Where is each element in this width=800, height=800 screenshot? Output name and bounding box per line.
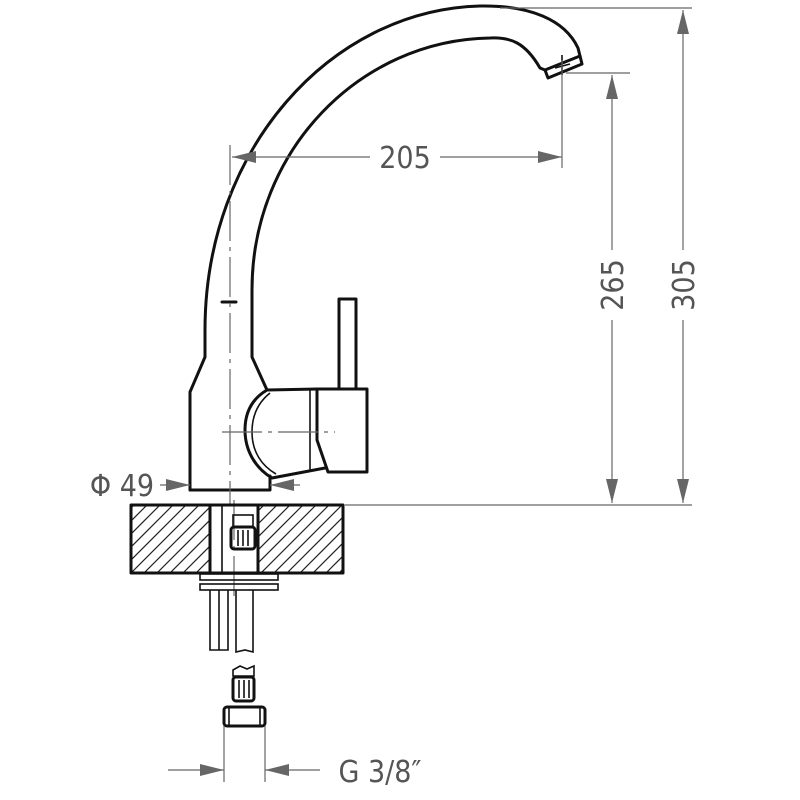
hatch-line — [40, 505, 108, 573]
hatch-line — [131, 506, 147, 522]
hatch-line — [274, 506, 342, 572]
hatch-line — [53, 505, 121, 573]
hatch-line — [66, 505, 134, 573]
hatch-line — [365, 505, 433, 573]
hatch-line — [378, 505, 446, 573]
reach-dimension-label: 205 — [379, 141, 431, 176]
hatch-line — [339, 569, 342, 572]
hatch-line — [157, 520, 209, 572]
hatch-line — [287, 517, 342, 572]
hatch-line — [352, 505, 420, 573]
thread-size-label: G 3/8″ — [339, 755, 422, 790]
hatch-line — [131, 506, 134, 509]
hatch-line — [170, 533, 209, 572]
hatch-line — [313, 543, 342, 572]
hatch-line — [404, 505, 472, 573]
hatch-line — [53, 505, 121, 573]
hose-connector — [222, 664, 267, 728]
hatch-line — [259, 506, 277, 524]
hatch-line — [131, 506, 160, 535]
lever-icon — [337, 297, 358, 391]
total-height-label: 305 — [667, 259, 702, 311]
hose-fitting-upper — [229, 514, 257, 551]
hatch-line — [404, 505, 472, 573]
hatch-line — [131, 506, 186, 561]
outlet-height-label: 265 — [596, 259, 631, 311]
hatch-line — [40, 505, 108, 573]
hatch-line — [131, 506, 199, 572]
countertop-section — [40, 503, 485, 575]
mixer-handle — [243, 297, 369, 480]
hatch-line — [378, 505, 446, 573]
hatch-line — [417, 505, 485, 573]
hatch-line — [352, 505, 420, 573]
faucet-body — [188, 4, 584, 492]
mounting-kit — [199, 573, 279, 654]
hatch-line — [131, 506, 173, 548]
hatch-line — [326, 556, 342, 572]
hatch-line — [365, 505, 433, 573]
base-diameter-label: Φ 49 — [90, 469, 154, 504]
hatch-line — [183, 546, 209, 572]
hatch-line — [339, 505, 407, 573]
hatch-line — [259, 506, 303, 550]
hatch-line — [261, 506, 329, 572]
hatch-line — [144, 507, 209, 572]
hatch-line — [196, 559, 209, 572]
hatch-line — [391, 505, 459, 573]
hatch-line — [391, 505, 459, 573]
hatch-line — [300, 530, 342, 572]
hatch-line — [417, 505, 485, 573]
hatch-line — [259, 506, 290, 537]
